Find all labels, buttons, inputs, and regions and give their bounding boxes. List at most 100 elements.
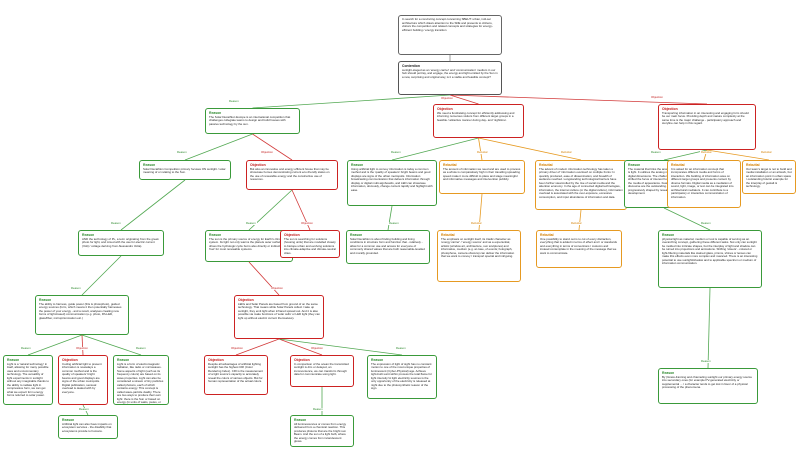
node-rb-solved[interactable]: Rebuttal It is asked for an information … xyxy=(667,160,741,208)
node-question-text: In search for a convincing concept conce… xyxy=(402,17,493,32)
rel-label-oppose: Objection xyxy=(300,221,314,225)
edge-contention-to-o-tran xyxy=(449,94,708,105)
node-r-tcl-title: Reason xyxy=(350,233,363,237)
rel-label-oppose: Objection xyxy=(270,286,284,290)
node-r-phos[interactable]: Reason All luminescences or comes from e… xyxy=(290,415,354,447)
node-o-solid-text: LEDs and Solar Panels are based from gro… xyxy=(238,301,320,320)
node-r-tcl[interactable]: Reason Solar Decathlon is about finding … xyxy=(346,230,430,264)
node-r-mat-text: The material that links the analog and t… xyxy=(628,166,700,196)
rel-label-support: Reason xyxy=(395,346,407,350)
node-r-vis[interactable]: Reason physical light as material, mediu… xyxy=(658,230,762,288)
node-r-nbd[interactable]: Reason AND the technology of PL, a term … xyxy=(78,230,164,256)
node-r-expr[interactable]: Reason The expression of light of sight … xyxy=(367,355,437,399)
rel-label-support: Reason xyxy=(390,150,402,154)
edge-r-comp-to-r-nbd xyxy=(120,179,186,231)
node-rb-amt-title: Rebuttal xyxy=(443,163,457,167)
node-o-many[interactable]: Objection We need a fundraising concept … xyxy=(433,104,524,138)
edge-o-many-to-rb-amt xyxy=(478,137,483,161)
node-r-form[interactable]: Reason Light is a form of electromagneti… xyxy=(113,355,169,405)
node-contention[interactable]: Contention sunlight-staged as an 'energy… xyxy=(398,61,502,95)
node-r-sde-text: The Solar Decathlon Europe is an interna… xyxy=(209,114,291,126)
node-o-gim[interactable]: Objection The sun is searching for solut… xyxy=(280,230,340,258)
node-rb-roof[interactable]: Rebuttal Our team's target is not to bui… xyxy=(742,160,796,194)
rel-label-support: Reason xyxy=(110,221,122,225)
node-r-light-text: Light is a 'natural technology' in itsel… xyxy=(7,361,49,398)
node-o-dsel-text: Despite all advantages of artificial lig… xyxy=(208,361,263,384)
node-rb-comp[interactable]: Rebuttal One possibility to stand out is… xyxy=(536,230,622,268)
node-o-dsel[interactable]: Objection Despite all advantages of arti… xyxy=(204,355,268,395)
node-o-tran-title: Objection xyxy=(662,107,678,111)
node-r-nbd-text: AND the technology of PL, a term origina… xyxy=(82,236,159,248)
node-o-many-text: We need a fundraising concept for effici… xyxy=(437,110,515,122)
rel-label-oppose: Objection xyxy=(260,150,274,154)
edge-o-solid-to-o-dsel xyxy=(235,338,280,356)
node-o-many-title: Objection xyxy=(437,107,453,111)
rel-label-rebut: Rebuttal xyxy=(760,150,773,154)
node-r-sde[interactable]: Reason The Solar Decathlon Europe is an … xyxy=(205,108,300,134)
rel-label-support: Reason xyxy=(20,346,32,350)
node-r-light-title: Reason xyxy=(7,358,20,362)
node-r-vis-text: physical light as material, medium or to… xyxy=(662,236,758,266)
node-o-tran[interactable]: Objection Transporting information in an… xyxy=(658,104,756,150)
rel-label-oppose: Objection xyxy=(650,95,664,99)
node-rb-comp-text: One possibility to stand out is to cut o… xyxy=(540,236,617,255)
node-o-tran-text: Transporting information in an interesti… xyxy=(662,110,749,126)
node-r-sde-title: Reason xyxy=(209,111,222,115)
node-r-photon-title: Reason xyxy=(39,298,52,302)
node-o-dsel-title: Objection xyxy=(208,358,224,362)
rel-label-rebut: Rebuttal xyxy=(470,221,483,225)
node-o-innov[interactable]: Objection But also an innovative and ene… xyxy=(246,160,338,190)
node-o-conv-text: Coding artificial light to present infor… xyxy=(62,361,102,394)
node-o-innov-title: Objection xyxy=(250,163,266,167)
node-r-photon-text: The ability to harness, guide power (thi… xyxy=(39,301,122,320)
node-o-comp-title: Objection xyxy=(294,358,310,362)
rel-label-support: Reason xyxy=(176,150,188,154)
node-r-art-text: Using artificial light to convey informa… xyxy=(351,166,433,192)
node-contention-text: sunlight-staged as an 'energy carrier' a… xyxy=(402,67,498,79)
edge-r-sun-to-o-solid xyxy=(248,261,280,296)
node-o-solid[interactable]: Objection LEDs and Solar Panels are base… xyxy=(234,295,324,339)
node-rb-sol[interactable]: Rebuttal The advent of modern informatio… xyxy=(535,160,627,210)
node-r-expr-text: The expression of light of sight has no … xyxy=(371,361,432,391)
node-r-tcl-text: Solar Decathlon is about finding buildin… xyxy=(350,236,425,255)
node-rb-amt[interactable]: Rebuttal The amount of information we ne… xyxy=(439,160,525,194)
node-r-sun-text: The sun is the primary source of energy … xyxy=(209,236,288,252)
node-rb-amt-text: The amount of information we need and ar… xyxy=(443,166,521,182)
node-o-conv[interactable]: Objection Coding artificial light to pre… xyxy=(58,355,108,405)
edge-r-vis-to-r-bycle xyxy=(707,287,711,369)
node-r-mat-title: Reason xyxy=(628,163,641,167)
edge-o-many-to-r-art xyxy=(391,137,479,161)
node-r-phos-title: Reason xyxy=(294,418,307,422)
node-rb-emph[interactable]: Rebuttal The emphasis on sunlight itself… xyxy=(437,230,521,282)
node-rb-solved-title: Rebuttal xyxy=(671,163,685,167)
node-r-phos-text: All luminescences or comes from energy d… xyxy=(294,421,347,444)
rel-label-oppose: Objection xyxy=(75,346,89,350)
rel-label-support: Reason xyxy=(228,99,240,103)
rel-label-support: Reason xyxy=(70,286,82,290)
node-r-comp[interactable]: Reason Solar Decathlon Competition prima… xyxy=(139,160,231,180)
edge-r-sde-to-o-innov xyxy=(252,133,293,161)
rel-label-support: Reason xyxy=(245,221,257,225)
edge-o-tran-to-rb-roof xyxy=(706,149,770,161)
node-r-bycle[interactable]: Reason By (Grass-Fanning and channeling … xyxy=(658,368,758,404)
node-rb-roof-title: Rebuttal xyxy=(746,163,760,167)
node-question[interactable]: In search for a convincing concept conce… xyxy=(398,15,502,55)
rel-label-support: Reason xyxy=(650,150,662,154)
rel-label-oppose: Objection xyxy=(230,346,244,350)
node-rb-solved-text: It is asked for an information concept t… xyxy=(671,166,734,199)
node-r-art[interactable]: Reason Using artificial light to convey … xyxy=(347,160,437,206)
node-r-bycle-text: By (Grass-Fanning and channeling sunligh… xyxy=(662,374,752,390)
node-r-light[interactable]: Reason Light is a 'natural technology' i… xyxy=(3,355,53,405)
node-r-form-text: Light is a form of electromagnetic radia… xyxy=(117,361,164,405)
node-r-sun-title: Reason xyxy=(209,233,222,237)
node-o-conv-title: Objection xyxy=(62,358,78,362)
node-r-comp-text: Solar Decathlon Competition primary focu… xyxy=(143,166,226,175)
node-r-photon[interactable]: Reason The ability to harness, guide pow… xyxy=(35,295,129,335)
edge-o-solid-to-r-expr xyxy=(278,338,403,356)
node-r-artint[interactable]: Reason Artificial light can also have im… xyxy=(58,415,118,439)
node-o-comp[interactable]: Objection In comparison of the ocean the… xyxy=(290,355,354,387)
edge-r-art-to-r-tcl xyxy=(387,205,393,231)
rel-label-support: Reason xyxy=(135,346,147,350)
edge-r-mat-to-r-vis xyxy=(663,207,711,231)
